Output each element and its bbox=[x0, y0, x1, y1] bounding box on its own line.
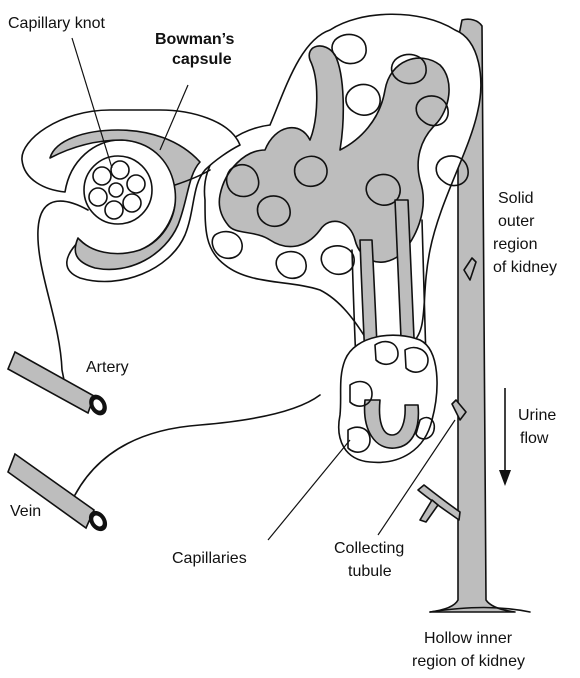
capillary-cluster-lower bbox=[339, 335, 437, 462]
label-bowmans-capsule-line2: capsule bbox=[172, 51, 232, 68]
leader-capillaries bbox=[268, 440, 350, 540]
label-solid-outer-line1: Solid bbox=[498, 190, 534, 207]
label-solid-outer-line4: of kidney bbox=[493, 259, 557, 276]
urine-flow-arrow-head bbox=[499, 470, 511, 486]
label-artery: Artery bbox=[86, 359, 129, 376]
label-solid-outer-line2: outer bbox=[498, 213, 535, 230]
urine-flow-arrow bbox=[499, 388, 511, 486]
label-urine-flow-line2: flow bbox=[520, 430, 549, 447]
label-hollow-inner-line1: Hollow inner bbox=[424, 630, 513, 647]
label-urine-flow-line1: Urine bbox=[518, 407, 556, 424]
convoluted-tubule-mass bbox=[204, 14, 480, 345]
label-capillary-knot: Capillary knot bbox=[8, 15, 105, 32]
label-collecting-tubule-line2: tubule bbox=[348, 563, 392, 580]
afferent-vessel bbox=[38, 201, 88, 380]
label-vein: Vein bbox=[10, 503, 41, 520]
label-hollow-inner-line2: region of kidney bbox=[412, 653, 525, 670]
label-bowmans-capsule-line1: Bowman’s bbox=[155, 31, 235, 48]
label-solid-outer-line3: region bbox=[493, 236, 537, 253]
collecting-duct-branch-lower-fork bbox=[420, 500, 438, 522]
efferent-vessel bbox=[70, 395, 320, 505]
artery-body bbox=[8, 352, 94, 413]
label-collecting-tubule-line1: Collecting bbox=[334, 540, 404, 557]
label-capillaries: Capillaries bbox=[172, 550, 247, 567]
